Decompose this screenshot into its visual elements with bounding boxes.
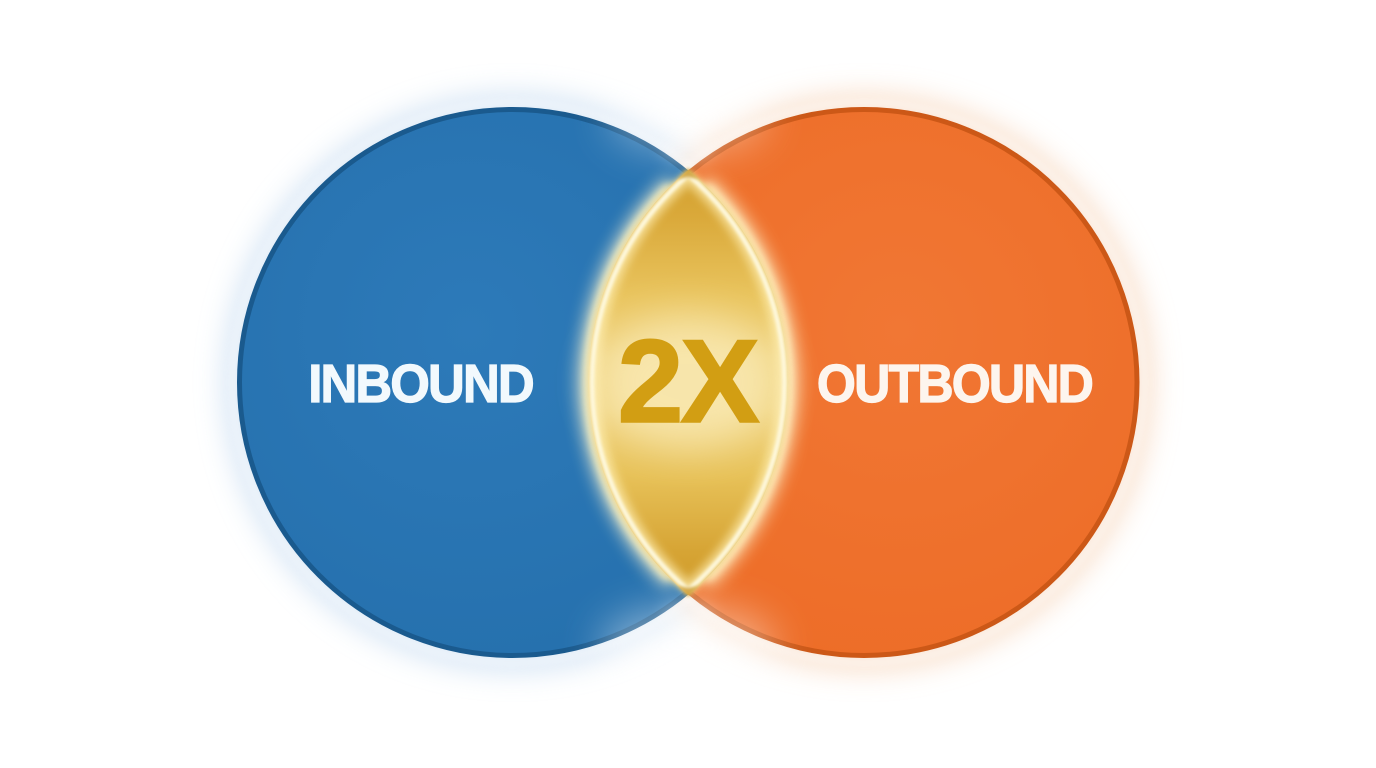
svg-text:2X: 2X <box>618 316 759 447</box>
svg-text:INBOUND: INBOUND <box>308 354 533 415</box>
svg-text:OUTBOUND: OUTBOUND <box>817 354 1092 414</box>
